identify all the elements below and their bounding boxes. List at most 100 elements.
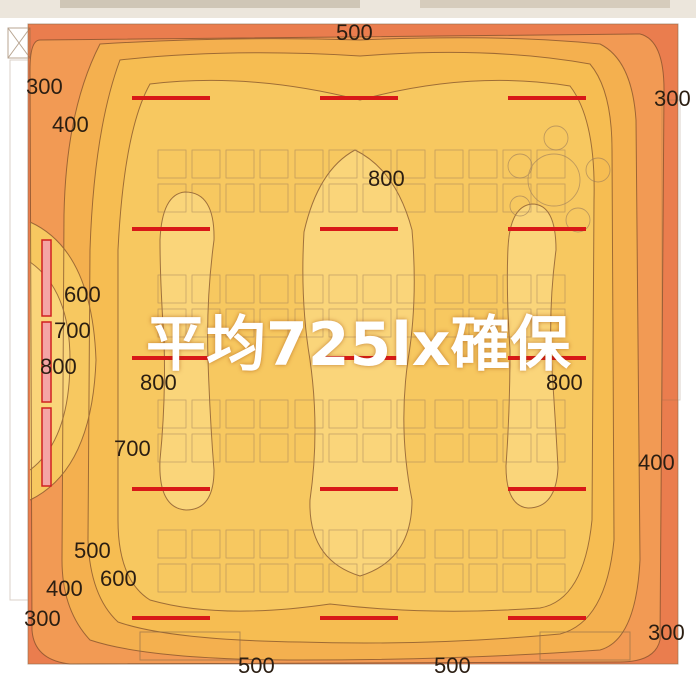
round-table (507, 153, 533, 179)
round-table (509, 195, 531, 217)
desk (328, 529, 358, 559)
desk (468, 563, 498, 593)
round-table (527, 153, 581, 207)
desk (434, 183, 464, 213)
desk (328, 149, 358, 179)
desk (225, 308, 255, 338)
wall-fixture (41, 407, 52, 487)
desk (191, 149, 221, 179)
desk (536, 308, 566, 338)
luminaire-bar (508, 616, 586, 620)
zone-800-left (159, 192, 215, 510)
top-photo-strip-dark (60, 0, 360, 8)
isolux-label: 800 (40, 354, 77, 379)
luminaire-bar (132, 616, 210, 620)
desk (536, 274, 566, 304)
desk (328, 274, 358, 304)
isolux-label: 400 (46, 576, 83, 601)
isolux-label: 600 (64, 282, 101, 307)
desk (294, 563, 324, 593)
desk (191, 529, 221, 559)
luminaire-bar (508, 227, 586, 231)
isolux-label: 800 (368, 166, 405, 191)
luminaire-bar (320, 616, 398, 620)
desk (468, 529, 498, 559)
desk (225, 274, 255, 304)
desk (396, 274, 426, 304)
desk (362, 563, 392, 593)
desk (259, 308, 289, 338)
desk (502, 399, 532, 429)
desk (536, 183, 566, 213)
luminaire-bar (132, 356, 210, 360)
isolux-label: 300 (26, 74, 63, 99)
desk (225, 149, 255, 179)
isolux-label: 300 (648, 620, 685, 645)
isolux-contours (29, 33, 665, 665)
desk (434, 308, 464, 338)
round-table (565, 207, 591, 233)
desk (468, 149, 498, 179)
desk (468, 274, 498, 304)
luminaire-bar (508, 487, 586, 491)
isolux-label: 300 (654, 86, 691, 111)
desk (502, 433, 532, 463)
ceiling-luminaires (132, 96, 586, 620)
walls (7, 23, 681, 665)
isolux-label: 300 (24, 606, 61, 631)
desk (434, 433, 464, 463)
desk (157, 274, 187, 304)
desk (434, 529, 464, 559)
isolux-label: 800 (546, 370, 583, 395)
desk (225, 183, 255, 213)
desk (468, 399, 498, 429)
desk (259, 433, 289, 463)
desk (225, 433, 255, 463)
isolux-label: 400 (52, 112, 89, 137)
desk (362, 433, 392, 463)
isolux-label: 500 (434, 653, 471, 673)
desk (468, 308, 498, 338)
desk (396, 399, 426, 429)
desk (191, 274, 221, 304)
desk (157, 433, 187, 463)
desk (191, 308, 221, 338)
desk (259, 563, 289, 593)
desk (502, 274, 532, 304)
desk (536, 399, 566, 429)
cabinet-bottom-left (139, 631, 241, 661)
desk (502, 529, 532, 559)
wall-segment-left (9, 59, 29, 601)
desk (294, 149, 324, 179)
desk (259, 399, 289, 429)
desk (434, 149, 464, 179)
desk (294, 529, 324, 559)
desk (328, 308, 358, 338)
average-illuminance-headline: 平均725lx確保 (146, 310, 571, 380)
isolux-label: 600 (100, 566, 137, 591)
luminaire-bar (320, 96, 398, 100)
luminaire-bar (320, 227, 398, 231)
desk (396, 149, 426, 179)
desk (294, 433, 324, 463)
desk (157, 308, 187, 338)
left-wall-fixtures (41, 239, 52, 487)
desk (396, 563, 426, 593)
door-frame-top-left (7, 27, 31, 59)
zone-800-center (302, 150, 415, 576)
furniture-layout (157, 149, 566, 593)
desk (468, 433, 498, 463)
desk (502, 183, 532, 213)
desk (434, 563, 464, 593)
desk (502, 308, 532, 338)
desk (434, 274, 464, 304)
desk (328, 183, 358, 213)
desk (536, 149, 566, 179)
desk (468, 183, 498, 213)
top-photo-strip-dark (420, 0, 670, 8)
luminaire-bar (508, 356, 586, 360)
desk (157, 563, 187, 593)
round-table (585, 157, 611, 183)
desk (328, 563, 358, 593)
isolux-label: 500 (336, 20, 373, 45)
